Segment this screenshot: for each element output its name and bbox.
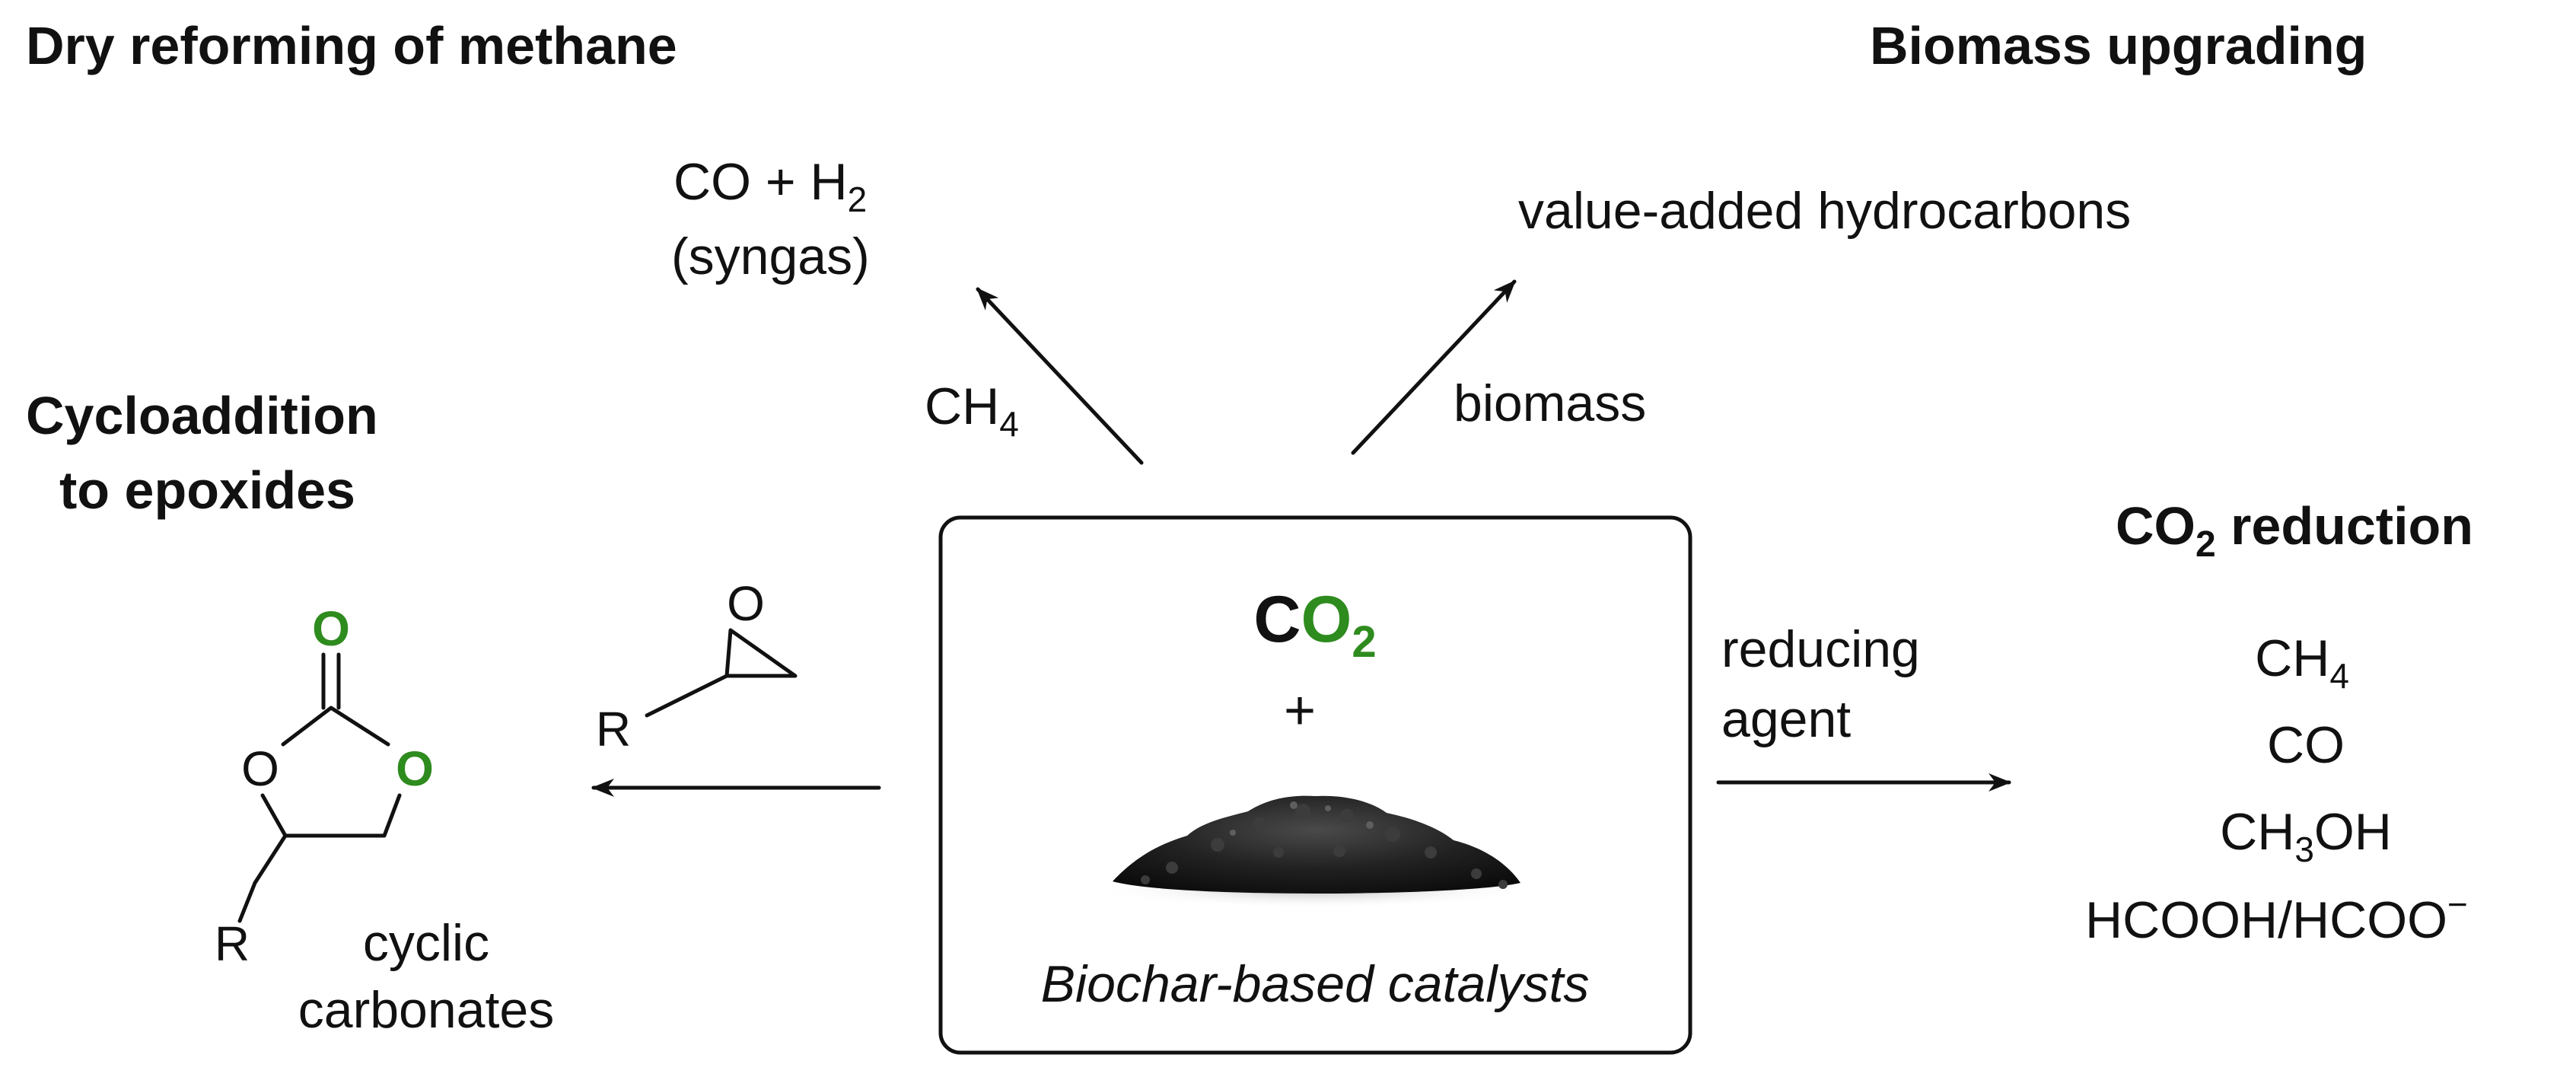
- cyclic-carbonates-label-line2: carbonates: [298, 981, 554, 1039]
- product-methanol-sub: 3: [2294, 830, 2314, 869]
- methane-reagent: CH4: [925, 378, 1019, 444]
- epoxide-r-group: R: [596, 702, 631, 757]
- syngas-formula: CO + H2: [673, 153, 867, 219]
- methane-reagent-sub: 4: [999, 404, 1019, 444]
- co2-reduction-title-co: CO: [2116, 496, 2195, 556]
- biochar-highlights: [1230, 801, 1374, 836]
- syngas-label: (syngas): [671, 228, 870, 285]
- arrow-biomass: [1351, 279, 1517, 455]
- biochar-mound: [1113, 795, 1520, 894]
- product-methanol: CH3OH: [2220, 803, 2392, 869]
- carbonate-r-group: R: [215, 916, 250, 971]
- hydrocarbons-product: value-added hydrocarbons: [1518, 182, 2131, 240]
- co2-carbon: C: [1253, 583, 1301, 656]
- cyclic-carbonates-label-line1: cyclic: [363, 914, 489, 972]
- product-methanol-oh: OH: [2314, 803, 2392, 861]
- co2-formula: CO2: [1253, 583, 1376, 667]
- reducing-agent-line2: agent: [1721, 690, 1851, 748]
- methane-reagent-main: CH: [925, 378, 999, 435]
- arrow-dry-reforming: [976, 287, 1144, 465]
- plus-sign: +: [1284, 680, 1316, 741]
- product-formic-acid-charge: −: [2447, 884, 2468, 924]
- cycloaddition-title-line1: Cycloaddition: [26, 386, 378, 445]
- product-methane-sub: 4: [2329, 656, 2349, 696]
- syngas-formula-main: CO + H: [673, 153, 848, 211]
- cycloaddition-title-line2: to epoxides: [59, 460, 355, 520]
- product-methane: CH4: [2255, 629, 2349, 696]
- co2-reduction-title: CO2 reduction: [2116, 496, 2473, 565]
- cyclic-carbonate-structure: O O O R: [215, 601, 434, 971]
- epoxide-oxygen: O: [727, 576, 765, 631]
- product-carbon-monoxide: CO: [2267, 716, 2345, 774]
- biochar-granules: [1141, 804, 1508, 889]
- carbonate-double-bond: [321, 652, 341, 710]
- co2-subscript: 2: [1352, 617, 1376, 667]
- dry-reforming-title: Dry reforming of methane: [26, 16, 677, 75]
- biochar-pile-icon: [1094, 795, 1536, 909]
- epoxide-ring-bonds: [645, 628, 798, 718]
- syngas-formula-sub: 2: [848, 180, 868, 219]
- co2-oxygen: O: [1301, 583, 1352, 656]
- epoxide-o-mask: [727, 575, 765, 622]
- product-formic-acid: HCOOH/HCOO−: [2085, 884, 2468, 949]
- product-methanol-ch: CH: [2220, 803, 2294, 861]
- carbonate-oxygen-left: O: [241, 741, 279, 796]
- carbonate-ring-bonds: [237, 706, 402, 923]
- product-methane-main: CH: [2255, 629, 2329, 687]
- co2-reduction-title-sub: 2: [2195, 524, 2216, 565]
- carbonate-oxygen-top: O: [312, 601, 350, 656]
- biochar-catalysts-caption: Biochar-based catalysts: [1041, 955, 1590, 1013]
- carbonate-oxygen-right: O: [396, 741, 434, 796]
- epoxide-structure: O R: [596, 575, 798, 757]
- co2-reduction-title-rest: reduction: [2216, 496, 2473, 556]
- reducing-agent-line1: reducing: [1721, 620, 1920, 678]
- biomass-reagent: biomass: [1454, 374, 1646, 432]
- catalyst-box: [938, 515, 1692, 1055]
- biomass-upgrading-title: Biomass upgrading: [1870, 16, 2367, 75]
- product-formic-acid-main: HCOOH/HCOO: [2085, 891, 2447, 949]
